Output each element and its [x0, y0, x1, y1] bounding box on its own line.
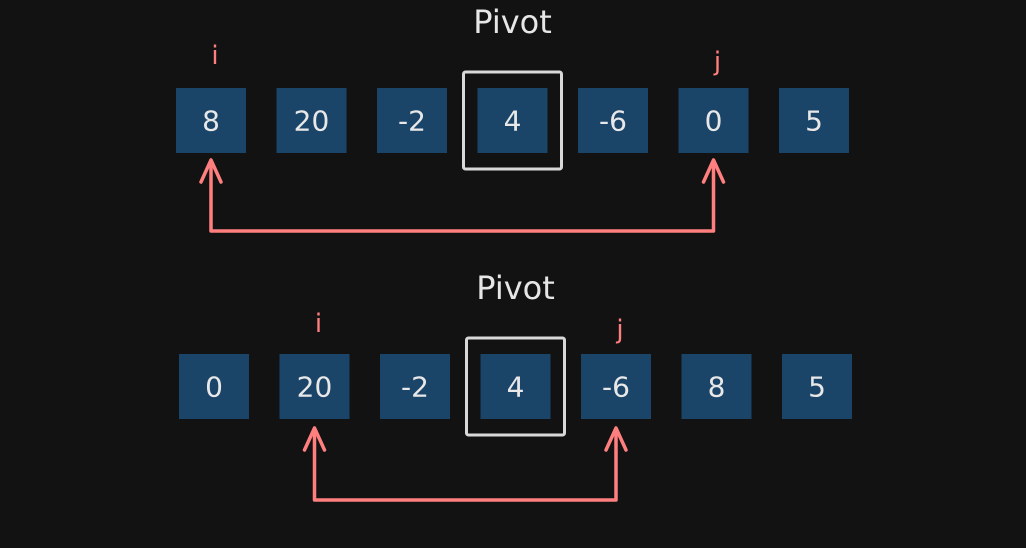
array-cell-value: 0	[205, 371, 223, 404]
swap-connector-line	[209, 160, 716, 233]
array-cell-value: 20	[297, 371, 333, 404]
swap-connector-line	[312, 428, 618, 502]
array-cell	[176, 88, 246, 153]
swap-arrowhead-i	[302, 426, 327, 452]
array-cell-value: -2	[401, 371, 429, 404]
pivot-label: Pivot	[473, 3, 552, 41]
array-cell	[578, 88, 648, 153]
pointer-j-label: j	[615, 315, 623, 345]
pivot-highlight-box	[462, 70, 563, 171]
array-cell-value: 4	[507, 371, 525, 404]
array-cell-value: 20	[294, 105, 330, 138]
array-cell-value: 0	[705, 105, 723, 138]
array-row-after-swap: 0 20 -2 4 -6 8 5 Pivot i j	[179, 269, 852, 502]
array-cell-value: 8	[708, 371, 726, 404]
pivot-highlight-box	[465, 336, 566, 437]
array-cell	[380, 354, 450, 419]
array-cell	[779, 88, 849, 153]
array-cell-value: 5	[808, 371, 826, 404]
pointer-j-label: j	[713, 47, 721, 77]
array-cell	[279, 354, 350, 419]
swap-arrowhead-i	[199, 158, 223, 184]
array-row-before-swap: 8 20 -2 4 -6 0 5 Pivot i j	[176, 3, 849, 233]
array-cell-value: -2	[398, 105, 426, 138]
array-cell-value: -6	[602, 371, 630, 404]
array-cell	[377, 88, 447, 153]
array-cell-value: 4	[504, 105, 522, 138]
array-cell	[179, 354, 249, 419]
swap-arrowhead-j	[604, 426, 628, 452]
array-cell-value: 5	[805, 105, 823, 138]
array-cell-value: 8	[202, 105, 220, 138]
pointer-i-label: i	[315, 309, 322, 339]
array-cell	[480, 354, 551, 419]
array-cell-value: -6	[599, 105, 627, 138]
array-cell	[581, 354, 651, 419]
pointer-i-label: i	[211, 41, 218, 71]
array-cell	[782, 354, 852, 419]
array-cell	[477, 88, 548, 153]
swap-arrowhead-j	[701, 158, 726, 184]
array-cell	[681, 354, 752, 419]
array-cell	[678, 88, 749, 153]
array-cell	[276, 88, 347, 153]
pivot-label: Pivot	[476, 269, 555, 307]
